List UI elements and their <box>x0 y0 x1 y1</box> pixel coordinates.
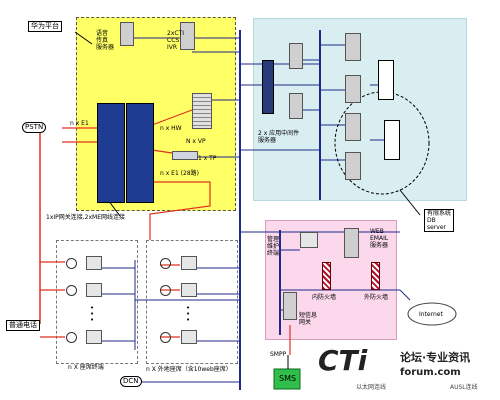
db-server-icon <box>345 113 361 141</box>
nxvp-label: N x VP <box>186 138 206 145</box>
nxe1-28-label: n x E1 (28路) <box>160 170 200 177</box>
tower-server-icon <box>384 120 400 160</box>
nxe1-top-label: n x E1 <box>70 120 89 127</box>
legend-ausl: AUSL连线 <box>450 384 478 391</box>
vp-server-stack-icon <box>192 93 212 129</box>
watermark-line1: 论坛·专业资讯 <box>400 351 471 364</box>
web-email-label: WEB EMAIL 服务器 <box>370 228 389 249</box>
legend-ethernet: 以太网连线 <box>356 384 387 391</box>
web-email-server-icon <box>344 228 359 258</box>
mgmt-terminal-icon <box>300 232 318 248</box>
local-agents-label: n X 座席终端 <box>68 364 104 371</box>
agent-terminal-icon <box>181 330 197 344</box>
cti-ccs-ivr-label: 2xCTI CCS IVR <box>167 30 184 51</box>
nxhw-label: n x HW <box>160 125 182 132</box>
watermark-brand: CTi <box>318 344 368 377</box>
mgmt-terminal-label: 管理 维护 终端 <box>267 236 280 257</box>
db-server-icon <box>345 75 361 103</box>
dots-right: • • • <box>186 304 191 324</box>
huawei-platform-label: 华为平台 <box>28 21 62 32</box>
voice-fax-server-label: 语音 传真 服务器 <box>96 30 115 51</box>
app-middleware-label: 2 x 应用中间件 服务器 <box>258 130 300 144</box>
pstn-label: PSTN <box>22 122 47 133</box>
middleware-server-icon <box>289 93 303 119</box>
sms-gateway-label: 短信息 网关 <box>299 312 318 326</box>
remote-agents-label: n X 外地座席（含10web座席） <box>146 366 232 373</box>
normal-phone-label: 普通电话 <box>6 320 40 331</box>
smpp-label: SMPP <box>270 351 287 358</box>
switch-rack-left <box>97 103 125 203</box>
dcn-label: DCN <box>120 376 142 387</box>
voice-fax-server-icon <box>120 22 134 46</box>
db-server-label: 有限系统 DB server <box>424 209 455 232</box>
headset-icon <box>66 258 77 269</box>
watermark-line2: forum.com <box>400 367 461 378</box>
cti-server-icon <box>180 22 195 50</box>
headset-icon <box>160 285 171 296</box>
agent-zone-left <box>56 240 138 364</box>
agent-terminal-icon <box>86 256 102 270</box>
outer-firewall-icon <box>371 262 380 290</box>
headset-icon <box>66 332 77 343</box>
agent-terminal-icon <box>86 283 102 297</box>
switch-rack-right <box>126 103 154 203</box>
headset-icon <box>66 285 77 296</box>
dots-left: • • • <box>90 304 95 324</box>
db-server-icon <box>345 33 361 61</box>
tower-server-icon <box>378 60 394 100</box>
one-tp-label: 1 x TP <box>198 155 217 162</box>
db-server-icon <box>345 152 361 180</box>
storage-array-icon <box>262 60 274 114</box>
agent-terminal-icon <box>181 256 197 270</box>
agent-terminal-icon <box>86 330 102 344</box>
sms-gateway-icon <box>283 292 297 320</box>
inner-firewall-label: 内防火墙 <box>312 294 337 301</box>
middleware-server-icon <box>289 43 303 69</box>
inner-firewall-icon <box>322 262 331 290</box>
ip-gateway-note: 1xIP网关连接,2xME网线连接 <box>46 214 125 221</box>
outer-firewall-label: 外防火墙 <box>364 294 389 301</box>
agent-zone-right <box>146 240 238 364</box>
agent-terminal-icon <box>181 283 197 297</box>
internet-label: Internet <box>419 311 443 318</box>
headset-icon <box>160 332 171 343</box>
tp-router-icon <box>172 151 198 160</box>
sms-label: SMS <box>279 374 297 383</box>
headset-icon <box>160 258 171 269</box>
